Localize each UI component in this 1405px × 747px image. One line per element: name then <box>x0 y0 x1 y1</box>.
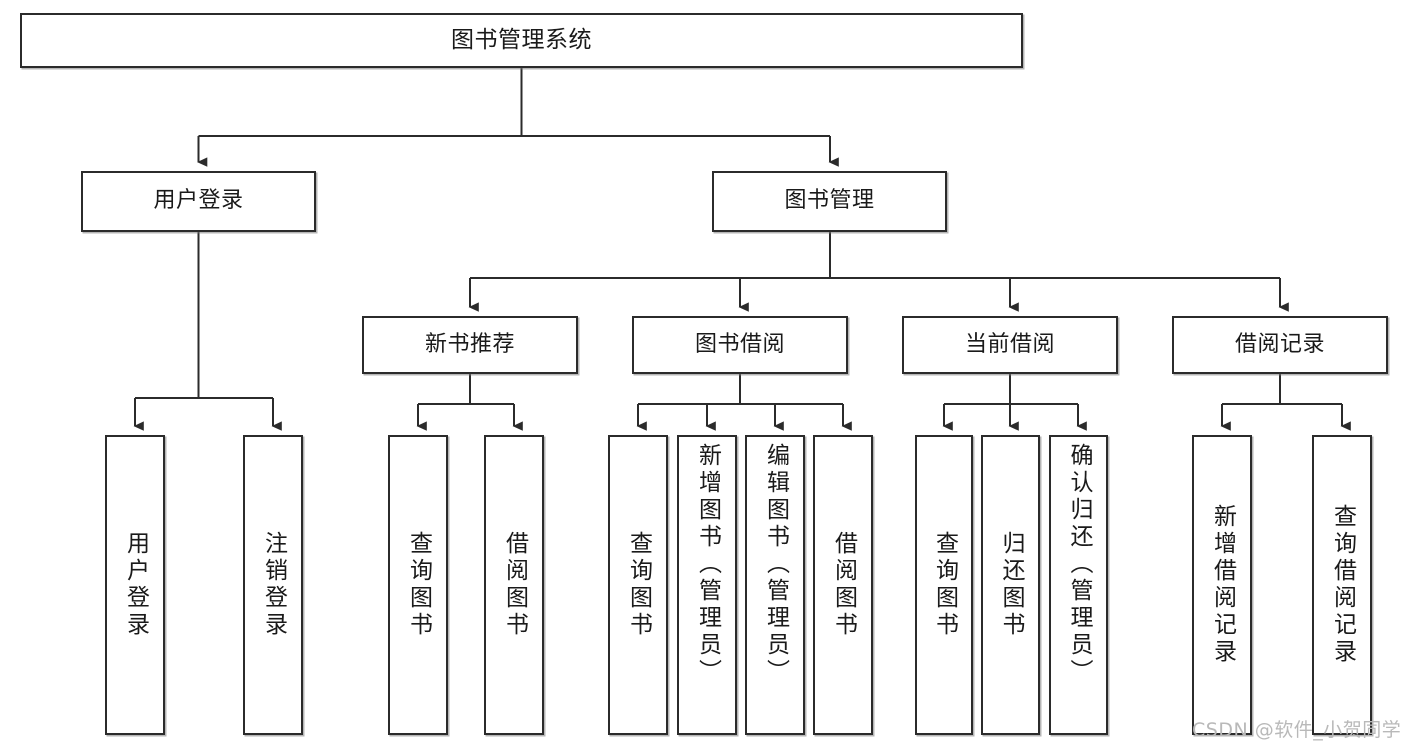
node-book-management-label: 图书管理 <box>784 188 875 214</box>
node-leaf-borrow-book-1-label: 借阅图书 <box>501 531 528 639</box>
node-leaf-query-book-3-label: 查询图书 <box>931 531 958 639</box>
node-leaf-borrow-book-2[interactable]: 借阅图书 <box>813 435 873 735</box>
node-book-borrow[interactable]: 图书借阅 <box>632 316 848 374</box>
node-root-label: 图书管理系统 <box>451 26 592 53</box>
node-leaf-user-login[interactable]: 用户登录 <box>105 435 165 735</box>
node-leaf-add-borrow-record[interactable]: 新增借阅记录 <box>1192 435 1252 735</box>
node-new-book-recommend[interactable]: 新书推荐 <box>362 316 578 374</box>
node-leaf-borrow-book-2-label: 借阅图书 <box>830 531 857 639</box>
node-leaf-confirm-return-label: 确认归还（管理员） <box>1066 443 1092 686</box>
node-leaf-confirm-return[interactable]: 确认归还（管理员） <box>1049 435 1108 735</box>
node-leaf-edit-book-label: 编辑图书（管理员） <box>762 443 789 686</box>
node-leaf-borrow-book-1[interactable]: 借阅图书 <box>484 435 544 735</box>
node-leaf-return-book[interactable]: 归还图书 <box>981 435 1040 735</box>
node-leaf-query-book-2[interactable]: 查询图书 <box>608 435 668 735</box>
connector-edges <box>133 68 1351 431</box>
node-leaf-query-borrow-record[interactable]: 查询借阅记录 <box>1312 435 1372 735</box>
node-borrow-record[interactable]: 借阅记录 <box>1172 316 1388 374</box>
node-leaf-user-login-label: 用户登录 <box>122 531 149 639</box>
node-leaf-query-book-1-label: 查询图书 <box>405 531 432 639</box>
node-current-borrow[interactable]: 当前借阅 <box>902 316 1118 374</box>
node-leaf-add-book-label: 新增图书（管理员） <box>694 443 721 686</box>
node-leaf-query-book-3[interactable]: 查询图书 <box>915 435 973 735</box>
node-new-book-recommend-label: 新书推荐 <box>424 331 515 357</box>
node-leaf-edit-book[interactable]: 编辑图书（管理员） <box>745 435 805 735</box>
node-user-login[interactable]: 用户登录 <box>81 171 316 232</box>
node-leaf-return-book-label: 归还图书 <box>998 531 1024 639</box>
node-book-management[interactable]: 图书管理 <box>712 171 947 232</box>
node-leaf-add-borrow-record-label: 新增借阅记录 <box>1209 504 1236 666</box>
node-user-login-label: 用户登录 <box>153 188 244 214</box>
node-leaf-query-book-1[interactable]: 查询图书 <box>388 435 448 735</box>
node-borrow-record-label: 借阅记录 <box>1234 331 1325 357</box>
node-root[interactable]: 图书管理系统 <box>20 13 1023 68</box>
node-leaf-query-book-2-label: 查询图书 <box>625 531 652 639</box>
node-book-borrow-label: 图书借阅 <box>694 331 785 357</box>
node-leaf-add-book[interactable]: 新增图书（管理员） <box>677 435 737 735</box>
node-leaf-query-borrow-record-label: 查询借阅记录 <box>1329 504 1356 666</box>
node-leaf-logout-login[interactable]: 注销登录 <box>243 435 303 735</box>
node-leaf-logout-login-label: 注销登录 <box>260 531 287 639</box>
node-current-borrow-label: 当前借阅 <box>964 331 1055 357</box>
